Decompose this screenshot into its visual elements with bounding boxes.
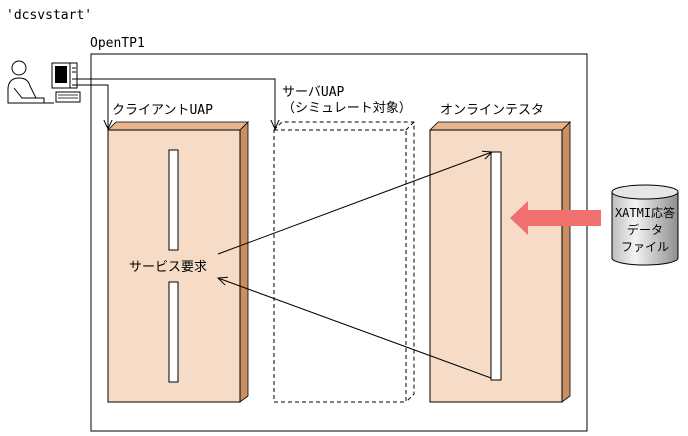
- command-flow-lines: [72, 78, 275, 129]
- command-text: 'dcsvstart': [6, 8, 92, 23]
- system-label: OpenTP1: [90, 36, 145, 51]
- service-request-arrow: [217, 152, 492, 255]
- database-cylinder-icon: [611, 184, 679, 266]
- server-uap-label-line1: サーバUAP: [282, 85, 345, 100]
- client-uap-box: [107, 121, 249, 403]
- service-request-label: サービス要求: [129, 260, 207, 275]
- client-uap-label: クライアントUAP: [112, 103, 213, 118]
- data-file-label-line2: データ: [627, 222, 663, 237]
- tester-process-bar: [490, 151, 502, 381]
- server-uap-label-line2: （シミュレート対象）: [282, 101, 412, 116]
- computer-icon: [30, 62, 81, 104]
- service-response-arrow: [218, 278, 492, 379]
- online-tester-label: オンラインテスタ: [440, 103, 544, 118]
- data-file-label-line3: ファイル: [621, 240, 669, 254]
- client-process-bar-bottom: [168, 281, 179, 383]
- server-uap-box: [273, 121, 415, 403]
- client-process-bar-top: [168, 149, 179, 251]
- user-icon: [7, 60, 45, 104]
- online-tester-box: [429, 121, 571, 403]
- data-file-label-line1: XATMI応答: [615, 205, 675, 220]
- data-input-arrow: [510, 201, 601, 235]
- system-boundary: [90, 53, 588, 432]
